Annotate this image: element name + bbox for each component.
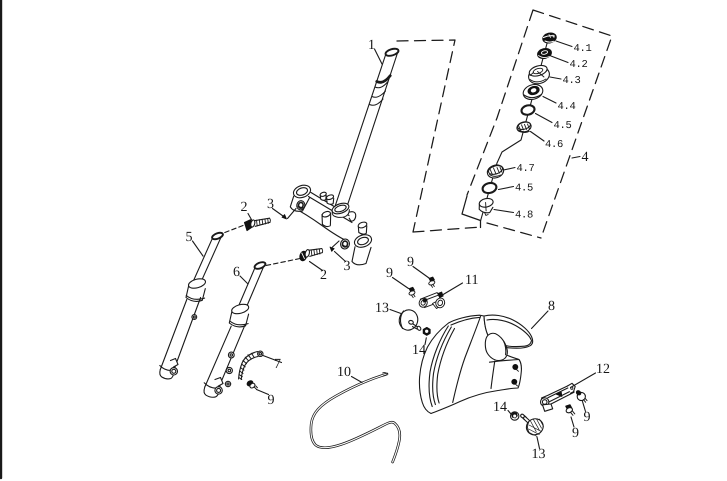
svg-text:9: 9 (584, 410, 591, 425)
svg-text:14: 14 (493, 400, 507, 415)
svg-text:5: 5 (186, 230, 193, 245)
svg-text:9: 9 (407, 255, 414, 270)
svg-text:4.1: 4.1 (574, 43, 592, 55)
svg-text:12: 12 (596, 362, 610, 377)
svg-text:2: 2 (320, 268, 327, 283)
svg-text:13: 13 (375, 301, 389, 316)
svg-text:14: 14 (412, 343, 426, 358)
svg-text:4.2: 4.2 (570, 59, 588, 71)
svg-text:2: 2 (241, 200, 248, 215)
svg-text:4.4: 4.4 (558, 101, 576, 113)
svg-text:3: 3 (267, 197, 274, 212)
svg-text:9: 9 (386, 266, 393, 281)
svg-text:1: 1 (368, 38, 375, 53)
svg-text:4.6: 4.6 (545, 139, 563, 151)
svg-text:4.5: 4.5 (515, 183, 533, 195)
svg-text:7: 7 (274, 357, 281, 372)
svg-text:3: 3 (344, 259, 351, 274)
svg-text:10: 10 (337, 365, 351, 380)
svg-text:4.5: 4.5 (554, 120, 572, 132)
svg-text:4.7: 4.7 (517, 163, 535, 175)
svg-text:4.3: 4.3 (563, 75, 581, 87)
svg-text:4: 4 (582, 150, 589, 165)
svg-text:9: 9 (268, 393, 275, 408)
svg-text:11: 11 (465, 273, 478, 288)
svg-text:8: 8 (548, 299, 555, 314)
svg-text:13: 13 (532, 447, 546, 462)
svg-text:6: 6 (233, 265, 240, 280)
svg-text:4.8: 4.8 (515, 210, 533, 222)
svg-text:9: 9 (572, 426, 579, 441)
